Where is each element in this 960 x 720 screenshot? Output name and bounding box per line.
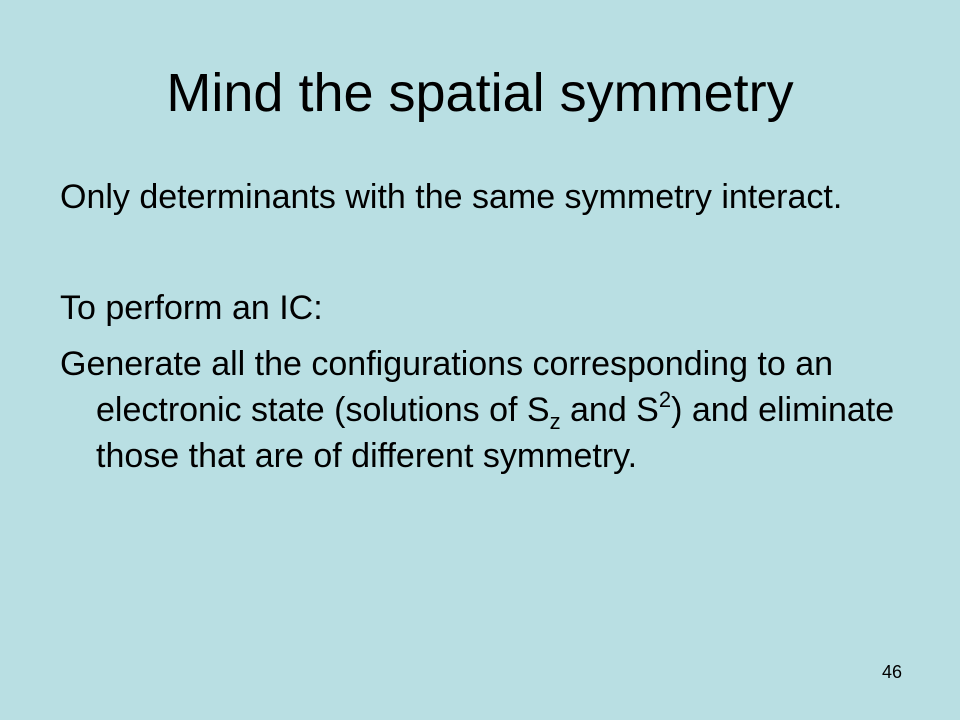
s2-superscript: 2 bbox=[658, 387, 672, 412]
slide-body: Only determinants with the same symmetry… bbox=[60, 174, 900, 479]
page-number: 46 bbox=[881, 662, 902, 682]
paragraph-ic-heading: To perform an IC: bbox=[60, 289, 323, 327]
slide-title: Mind the spatial symmetry bbox=[166, 63, 794, 123]
procedure-text-end: ) and eliminate those that are of differ… bbox=[96, 391, 895, 475]
paragraph-ic-procedure: Generate all the configurations correspo… bbox=[60, 341, 900, 479]
sz-subscript: z bbox=[549, 409, 561, 434]
procedure-text-start: Generate all the configurations correspo… bbox=[60, 345, 834, 429]
paragraph-symmetry-rule: Only determinants with the same symmetry… bbox=[60, 178, 843, 216]
procedure-text-middle: and S bbox=[560, 391, 659, 429]
